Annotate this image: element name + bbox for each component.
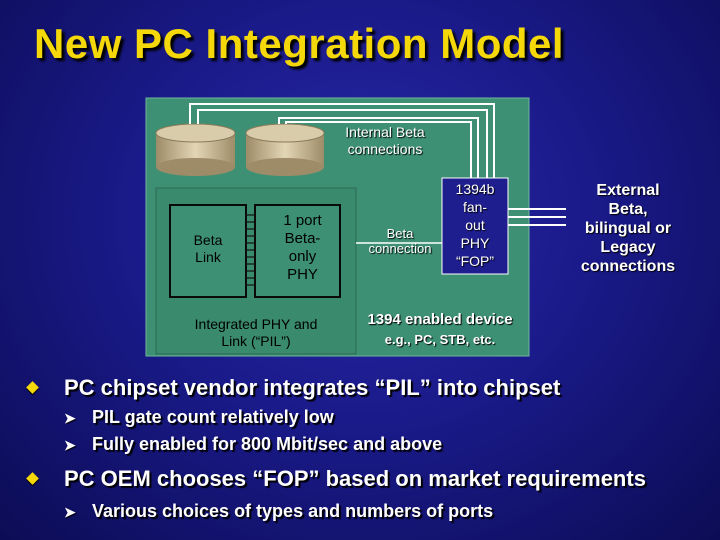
phy-line-3: only bbox=[288, 248, 317, 265]
enabled-device-label: 1394 enabled device bbox=[367, 311, 513, 328]
bullet-diamond-1 bbox=[26, 381, 39, 394]
external-line-5: connections bbox=[580, 258, 676, 275]
pil-line-2: Link (“PIL”) bbox=[221, 333, 291, 349]
bullet-2: PC OEM chooses “FOP” based on market req… bbox=[64, 466, 646, 491]
external-line-3: bilingual or bbox=[584, 220, 672, 237]
link-phy-bus bbox=[246, 214, 255, 286]
beta-link-line-1: Beta bbox=[193, 232, 223, 248]
one-port-phy-label: 1 port Beta- only PHY bbox=[260, 212, 345, 284]
beta-link-box bbox=[169, 204, 247, 298]
integration-diagram bbox=[145, 97, 566, 357]
beta-link-label: Beta Link bbox=[170, 232, 246, 266]
one-port-phy-box bbox=[254, 204, 341, 298]
bullet-diamond-2 bbox=[26, 472, 39, 485]
phy-line-1: 1 port bbox=[283, 212, 322, 229]
phy-line-4: PHY bbox=[287, 266, 318, 283]
fop-line-2: fan- bbox=[462, 199, 488, 215]
sub-bullet-1-2: Fully enabled for 800 Mbit/sec and above bbox=[92, 434, 443, 454]
disk-right bbox=[245, 123, 325, 176]
fop-line-3: out bbox=[465, 217, 485, 233]
bullet-1: PC chipset vendor integrates “PIL” into … bbox=[64, 375, 561, 400]
arrow-bullet-icon: ➤ bbox=[64, 504, 76, 520]
external-lines bbox=[508, 208, 566, 226]
beta-connection-label: Beta connection bbox=[358, 226, 442, 256]
sub-bullet-2-1: Various choices of types and numbers of … bbox=[92, 501, 494, 521]
fop-label: 1394b fan- out PHY “FOP” bbox=[442, 180, 508, 270]
internal-beta-label: Internal Beta connections bbox=[345, 124, 425, 157]
phy-line-2: Beta- bbox=[284, 230, 321, 247]
external-line-4: Legacy bbox=[600, 239, 656, 256]
enabled-device-sub: e.g., PC, STB, etc. bbox=[384, 332, 496, 347]
external-line-1: External bbox=[596, 182, 660, 199]
fop-line-1: 1394b bbox=[455, 181, 495, 197]
arrow-bullet-icon: ➤ bbox=[64, 410, 76, 426]
sub-bullet-1-1: PIL gate count relatively low bbox=[92, 407, 334, 427]
slide-title: New PC Integration Model bbox=[34, 20, 565, 67]
external-line-2: Beta, bbox=[608, 201, 648, 218]
pil-label: Integrated PHY and Link (“PIL”) bbox=[158, 316, 354, 350]
fop-line-4: PHY bbox=[460, 235, 490, 251]
fop-line-5: “FOP” bbox=[455, 253, 495, 269]
beta-conn-line-2: connection bbox=[368, 241, 432, 256]
pil-line-1: Integrated PHY and bbox=[194, 316, 318, 332]
external-label: External Beta, bilingual or Legacy conne… bbox=[566, 181, 690, 276]
internal-beta-lines bbox=[189, 103, 495, 188]
beta-conn-line-1: Beta bbox=[386, 226, 414, 241]
disk-left bbox=[155, 123, 236, 176]
arrow-bullet-icon: ➤ bbox=[64, 437, 76, 453]
beta-link-line-2: Link bbox=[195, 249, 221, 265]
